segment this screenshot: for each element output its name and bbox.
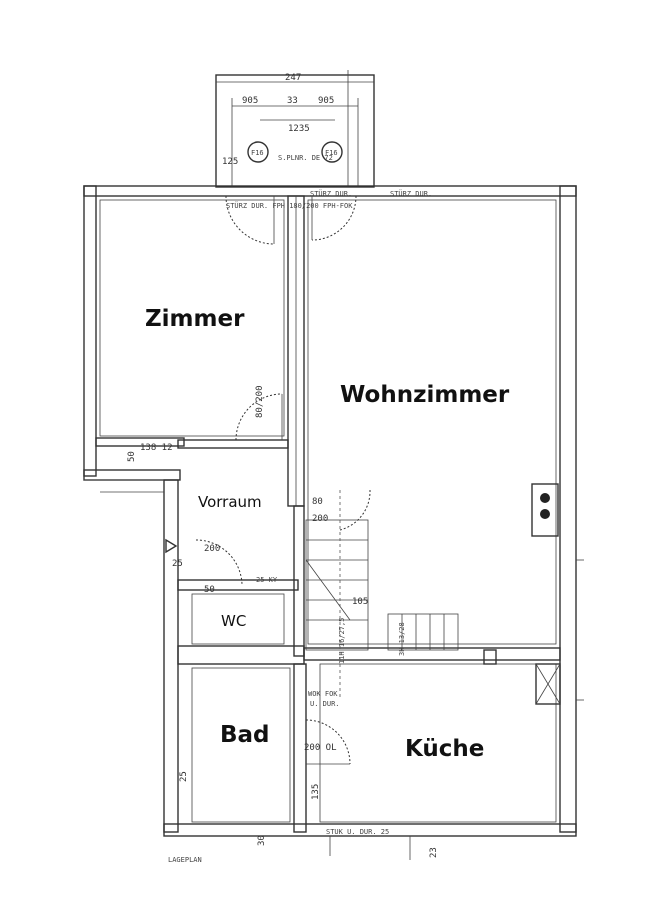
kueche-shaft: [535, 663, 561, 705]
balcony-opening-width: 1235: [288, 124, 310, 134]
stove-burner: [540, 493, 550, 503]
entrance-marker: [165, 538, 178, 554]
wall-wc-bad: [177, 645, 305, 665]
annotation-zimmer-bottom-dims: 138 12: [140, 443, 173, 453]
stair-lower: [387, 613, 459, 651]
stove-burner: [540, 509, 550, 519]
bottom-wall: [163, 823, 577, 837]
balcony-door-left-swing: [225, 195, 275, 245]
vorraum-door-swing: [339, 489, 371, 531]
bad-inner-outline: [191, 667, 291, 823]
chimney: [531, 483, 559, 537]
interior-walls: [99, 195, 561, 833]
window-tag-left: F16: [251, 149, 264, 157]
detail-lines: [84, 479, 584, 860]
annotation-vorraum-door-height: 200: [312, 514, 328, 524]
annotation-stair-note-left: 11H 16/27,5: [338, 618, 346, 664]
annotation-stair-dims: 105: [352, 597, 368, 607]
wall-wohnzimmer-kueche: [303, 647, 561, 661]
window-tag-right-marker: [321, 141, 343, 163]
kueche-inner-outline: [319, 663, 557, 823]
bad-door-swing: [305, 719, 351, 765]
room-label-vorraum: Vorraum: [198, 493, 262, 511]
annotation-zimmer-door: 80/200: [255, 385, 265, 418]
balcony-right-width: 905: [318, 96, 334, 106]
wall-wc-top: [177, 579, 299, 591]
wall-bad-kueche: [293, 663, 307, 833]
annotation-bad-side-2: 135: [311, 784, 321, 800]
annotation-bad-door: 200 OL: [304, 743, 337, 753]
balcony-middle-width: 33: [287, 96, 298, 106]
annotation-bottom-left-note: LAGEPLAN: [168, 856, 202, 864]
doors: [195, 195, 371, 765]
annotation-wc-dims: 50: [204, 585, 215, 595]
staircase: [305, 490, 459, 700]
annotation-bottom-right-dim: 23: [429, 847, 439, 858]
annotation-top-right-window: STÜRZ DUR.: [310, 189, 352, 198]
left-wall-lower: [163, 479, 179, 833]
annotation-vorraum-lower-door: 200: [204, 544, 220, 554]
annotation-bottom-note: STUK U. DUR. 25: [326, 828, 389, 836]
annotation-wc-label-dims: 25 KY: [256, 576, 278, 584]
zimmer-bottom-wall: [83, 469, 181, 481]
balcony-note: S.PLNR. DE 72: [278, 154, 333, 162]
room-label-kueche: Küche: [405, 736, 484, 762]
zimmer-inner-bottom: [95, 437, 185, 447]
stair-arrow: [305, 559, 351, 621]
annotation-bad-side-1: 25: [179, 771, 189, 782]
room-label-wc: WC: [221, 612, 246, 630]
kueche-shaft-cross: [535, 663, 561, 705]
balcony-outline: [215, 74, 375, 188]
annotation-vorraum-door: 80: [312, 497, 323, 507]
window-tag-right: F16: [325, 149, 338, 157]
wc-inner-outline: [191, 593, 285, 645]
balcony-side-dim: 125: [222, 157, 238, 167]
window-tag-left-marker: [247, 141, 269, 163]
annotation-top-far-right: STÜRZ DUR.: [390, 189, 432, 198]
annotation-stair-note-right: 3H 13/28: [398, 622, 406, 656]
room-label-bad: Bad: [220, 722, 270, 748]
wall-zimmer-vorraum: [177, 439, 289, 449]
pillar: [483, 649, 497, 665]
annotations: STÜRZ DUR. FPH 180/200 FPH-FOK STÜRZ DUR…: [127, 189, 439, 864]
annotation-zimmer-bottom-side: 50: [127, 451, 137, 462]
zimmer-inner-outline: [99, 199, 285, 437]
fixtures: [165, 483, 561, 705]
zimmer-left-wall: [83, 185, 97, 477]
right-wall: [559, 185, 577, 833]
balcony-total-width: 247: [285, 73, 301, 83]
wall-vorraum-right: [293, 505, 305, 657]
balcony: 247 905 33 905 1235 125 F16 F16 S.PLNR. …: [215, 70, 375, 188]
balcony-door-right-swing: [311, 195, 357, 241]
annotation-vorraum-side: 25: [172, 559, 183, 569]
balcony-left-width: 905: [242, 96, 258, 106]
outer-walls: [83, 185, 577, 837]
room-label-wohnzimmer: Wohnzimmer: [340, 382, 510, 408]
room-label-zimmer: Zimmer: [145, 306, 245, 332]
wohnzimmer-inner-outline: [307, 199, 557, 645]
wc-door-swing: [195, 539, 243, 585]
annotation-bottom-30: 30: [257, 835, 267, 846]
annotation-wok: WOK FOK: [308, 690, 338, 698]
stair-outline: [305, 519, 369, 651]
annotation-top-left-window: STÜRZ DUR. FPH 180/200 FPH-FOK: [226, 201, 353, 210]
annotation-wok-sub: U. DUR.: [310, 700, 340, 708]
zimmer-door-swing: [235, 393, 283, 441]
